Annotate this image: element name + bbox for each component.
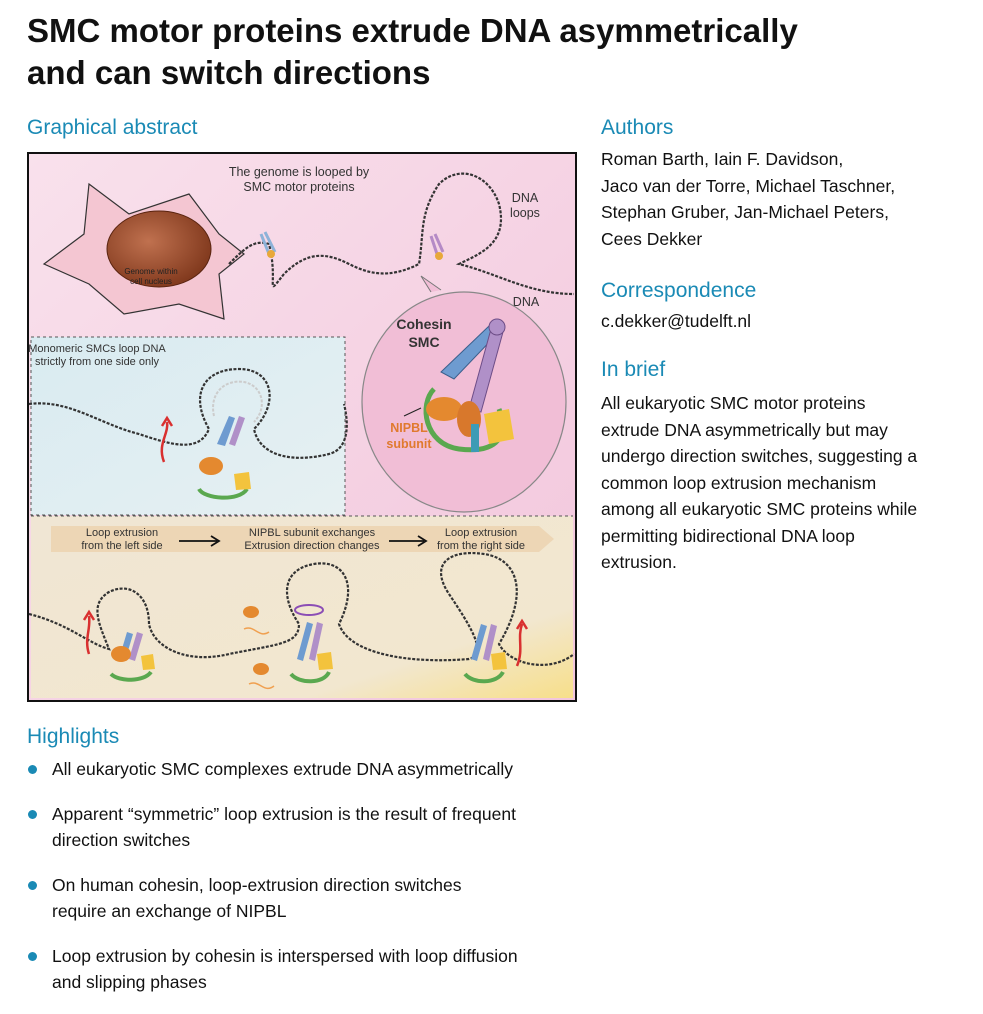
highlight-item: Loop extrusion by cohesin is intersperse… (27, 943, 587, 995)
authors-list: Roman Barth, Iain F. Davidson, Jaco van … (601, 146, 895, 252)
in-brief-line-4: common loop extrusion mechanism (601, 472, 877, 493)
top-label-2: SMC motor proteins (243, 180, 354, 194)
step3-label-2: from the right side (437, 540, 525, 552)
nucleus (106, 210, 212, 288)
cohesin-label-1: Cohesin (396, 316, 451, 332)
step2-label-1: NIPBL subunit exchanges (249, 527, 376, 539)
previous-loop-ghost (212, 380, 263, 423)
smc-glyph-small-2 (429, 233, 445, 260)
in-brief-line-7: extrusion. (601, 552, 677, 572)
cohesin-label-2: SMC (408, 334, 439, 350)
nucleus-label-1: Genome within (124, 267, 177, 276)
highlight-4-line-1: Loop extrusion by cohesin is intersperse… (52, 946, 518, 966)
in-brief-line-6: permitting bidirectional DNA loop (601, 525, 855, 546)
in-brief-line-2: extrude DNA asymmetrically but may (601, 419, 888, 440)
bullet-icon (28, 810, 37, 819)
step-arrowhead-1 (210, 535, 221, 547)
graphical-abstract-heading: Graphical abstract (27, 116, 198, 139)
highlight-3-line-2: require an exchange of NIPBL (52, 901, 287, 921)
nipbl-motion-2 (248, 682, 275, 690)
nucleus-label-2: cell nucleus (130, 277, 172, 286)
highlight-3-line-1: On human cohesin, loop-extrusion directi… (52, 875, 462, 895)
highlight-4-line-2: and slipping phases (52, 972, 207, 992)
smc-bottom-3 (463, 624, 507, 684)
cohesin-complex-large (423, 318, 514, 453)
highlights-heading: Highlights (27, 725, 120, 748)
correspondence-heading: Correspondence (601, 279, 757, 302)
authors-line-4: Cees Dekker (601, 228, 703, 249)
bottom-left-arrowhead-red (82, 609, 96, 621)
left-arrow-red (160, 421, 169, 463)
monomeric-panel (30, 336, 346, 516)
bottom-left-arrow-red (85, 615, 91, 655)
zoom-pointer (420, 275, 442, 293)
nipbl-label-2: subunit (386, 437, 432, 451)
left-arrowhead-red (160, 415, 174, 427)
in-brief-line-5: among all eukaryotic SMC proteins while (601, 499, 918, 519)
dna-strand-monomeric (29, 367, 348, 459)
cohesin-zoom-bubble (361, 291, 567, 513)
graphical-abstract-svg: Genome within cell nucleus The genome is… (29, 154, 575, 700)
dna-loops-label-1: DNA (512, 191, 539, 205)
step2-label-2: Extrusion direction changes (244, 540, 380, 552)
bullet-icon (28, 952, 37, 961)
monomeric-label-1: Monomeric SMCs loop DNA (29, 343, 166, 355)
rotation-arrow-purple (294, 604, 324, 616)
step1-label-2: from the left side (81, 540, 162, 552)
graphical-abstract-figure: Genome within cell nucleus The genome is… (27, 152, 577, 702)
highlight-2-line-2: direction switches (52, 830, 191, 850)
dna-loops-label-2: loops (510, 206, 540, 220)
bottom-right-arrow-red (515, 623, 524, 667)
in-brief-line-3: undergo direction switches, suggesting a (601, 446, 918, 466)
title-line-2: and can switch directions (27, 54, 431, 91)
in-brief-line-1: All eukaryotic SMC motor proteins (601, 393, 866, 413)
highlights-list: All eukaryotic SMC complexes extrude DNA… (27, 756, 587, 1014)
highlight-item: Apparent “symmetric” loop extrusion is t… (27, 801, 587, 853)
nipbl-free-1 (243, 606, 259, 618)
smc-glyph-small-1 (259, 231, 277, 258)
bullet-icon (28, 765, 37, 774)
bullet-icon (28, 881, 37, 890)
nipbl-free-2 (253, 663, 269, 675)
highlight-1-line-1: All eukaryotic SMC complexes extrude DNA… (52, 759, 513, 779)
authors-line-1: Roman Barth, Iain F. Davidson, (601, 149, 844, 169)
step-banner (51, 526, 554, 552)
step-arrowhead-2 (417, 535, 428, 547)
nipbl-motion-1 (243, 627, 270, 635)
authors-heading: Authors (601, 116, 674, 139)
nipbl-pointer (403, 407, 422, 417)
in-brief-text: All eukaryotic SMC motor proteins extrud… (601, 390, 917, 576)
smc-monomeric (197, 416, 251, 500)
highlight-item: On human cohesin, loop-extrusion directi… (27, 872, 587, 924)
dna-label: DNA (513, 295, 540, 309)
nipbl-label-1: NIPBL (390, 421, 428, 435)
in-brief-heading: In brief (601, 358, 666, 381)
dna-strand-top (228, 172, 575, 296)
step1-label-1: Loop extrusion (86, 527, 158, 539)
smc-bottom-2 (289, 622, 333, 684)
monomeric-label-2: strictly from one side only (35, 356, 160, 368)
smc-bottom-1 (109, 632, 155, 682)
highlight-2-line-1: Apparent “symmetric” loop extrusion is t… (52, 804, 516, 824)
bottom-right-arrowhead-red (515, 618, 529, 630)
step3-label-1: Loop extrusion (445, 527, 517, 539)
highlight-item: All eukaryotic SMC complexes extrude DNA… (27, 756, 587, 782)
authors-line-3: Stephan Gruber, Jan-Michael Peters, (601, 202, 889, 222)
authors-line-2: Jaco van der Torre, Michael Taschner, (601, 175, 896, 196)
title-line-1: SMC motor proteins extrude DNA asymmetri… (27, 12, 798, 49)
page-title: SMC motor proteins extrude DNA asymmetri… (27, 10, 967, 94)
top-label-1: The genome is looped by (229, 165, 370, 179)
correspondence-email[interactable]: c.dekker@tudelft.nl (601, 311, 752, 331)
